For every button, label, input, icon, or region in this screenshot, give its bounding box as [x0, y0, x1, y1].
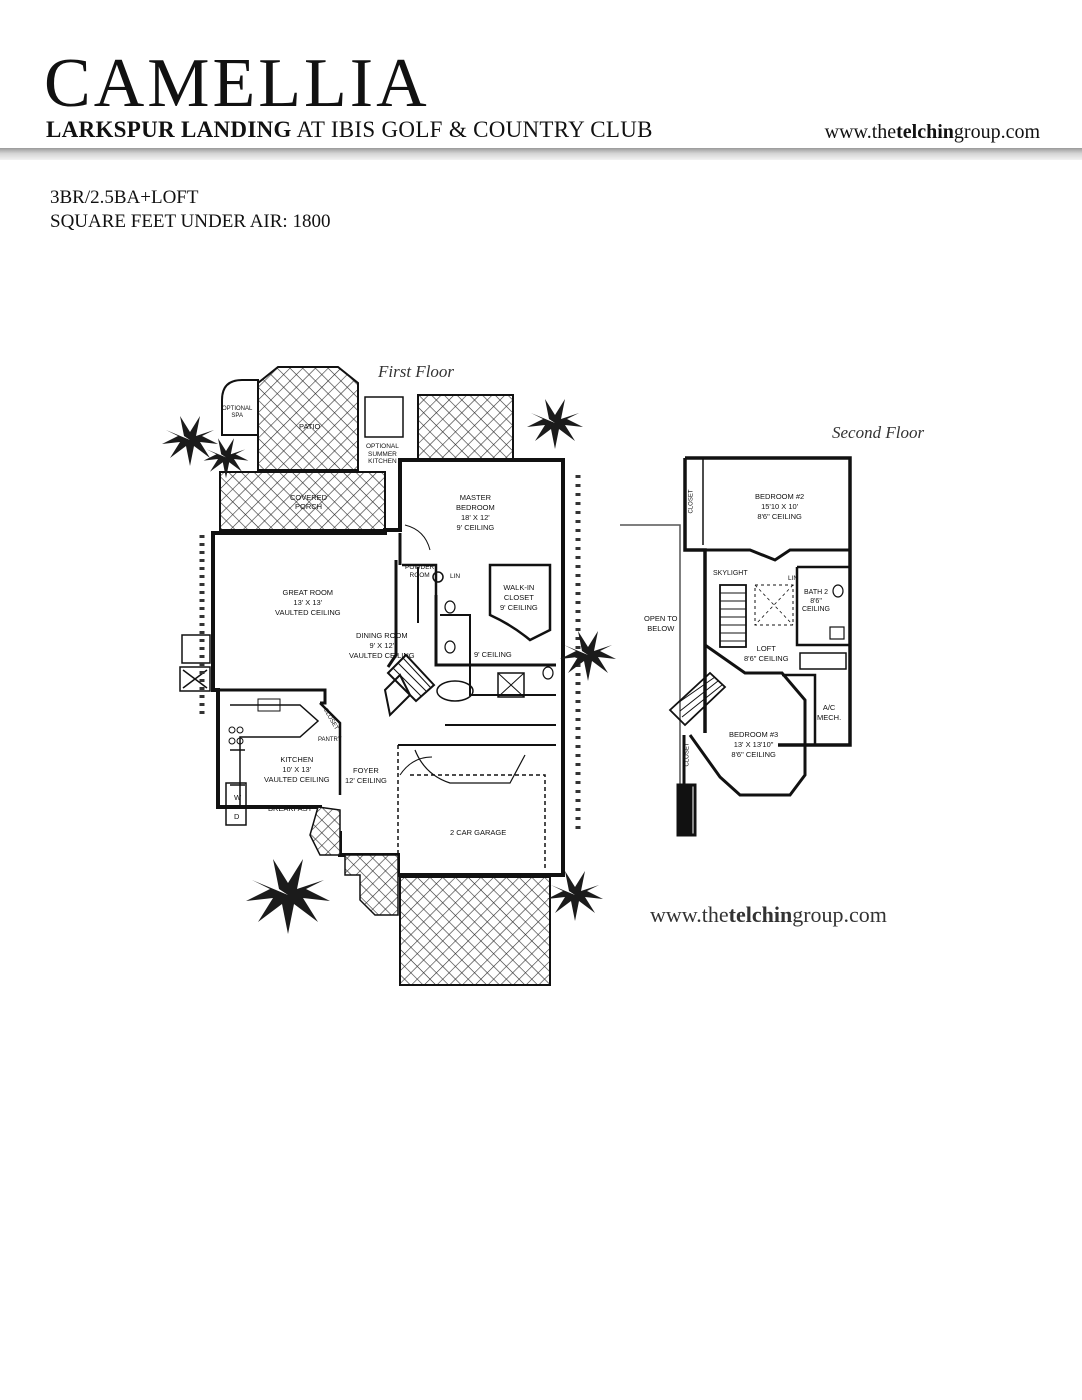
patio-label: PATIO: [299, 422, 321, 431]
pantry-label: PANTRY: [318, 737, 342, 743]
breakfast-label: BREAKFAST: [268, 804, 313, 813]
first-floor-plan: [179, 366, 581, 986]
header: CAMELLIA LARKSPUR LANDING AT IBIS GOLF &…: [0, 0, 1082, 150]
first-floor-stairs: [386, 653, 436, 703]
covered-porch-outline: [219, 471, 386, 531]
second-floor-label: Second Floor: [832, 423, 925, 442]
square-feet: SQUARE FEET UNDER AIR: 1800: [50, 211, 331, 232]
bedroom-3-label: BEDROOM #313' x 13'10"8'6" CEILING: [729, 730, 779, 759]
model-title: CAMELLIA: [44, 45, 430, 122]
bath-2-linen-label: LIN: [788, 575, 799, 582]
skylight-label: SKYLIGHT: [713, 570, 748, 577]
dryer-label: D: [234, 812, 240, 821]
bedroom-3-walls: [688, 643, 807, 797]
community-name: LARKSPUR LANDING: [46, 117, 292, 142]
second-floor-edge-left: [620, 524, 681, 835]
bed-bath-config: 3BR/2.5BA+LOFT: [50, 187, 199, 208]
rear-terrace-outline: [417, 394, 514, 460]
second-floor-plan: [620, 456, 852, 837]
bedroom-3-closet-label: CLOSET: [684, 742, 691, 767]
header-divider: [0, 148, 1082, 160]
garage-label: 2 CAR GARAGE: [450, 828, 507, 837]
bedroom-2-closet-label: CLOSET: [688, 489, 695, 514]
master-bath-ceiling-label: 9' CEILING: [474, 650, 512, 659]
club-name: AT IBIS GOLF & COUNTRY CLUB: [291, 117, 653, 142]
optional-spa-outline: [221, 379, 259, 436]
floor-plan-drawing: [162, 366, 852, 986]
linen-closet-label: LIN: [450, 573, 461, 580]
header-website[interactable]: www.thetelchingroup.com: [824, 121, 1040, 143]
second-floor-stairs: [668, 584, 747, 727]
washer-label: W: [234, 793, 242, 802]
patio-outline: [257, 366, 359, 471]
summer-kitchen-outline: [364, 396, 404, 438]
footer-website[interactable]: www.thetelchingroup.com: [650, 902, 887, 927]
bedroom-2-label: BEDROOM #215'10 x 10'8'6" CEILING: [755, 492, 805, 521]
home-specs: 3BR/2.5BA+LOFT SQUARE FEET UNDER AIR: 18…: [50, 186, 330, 234]
first-floor-label: First Floor: [378, 362, 455, 381]
community-subtitle: LARKSPUR LANDING AT IBIS GOLF & COUNTRY …: [46, 116, 653, 144]
